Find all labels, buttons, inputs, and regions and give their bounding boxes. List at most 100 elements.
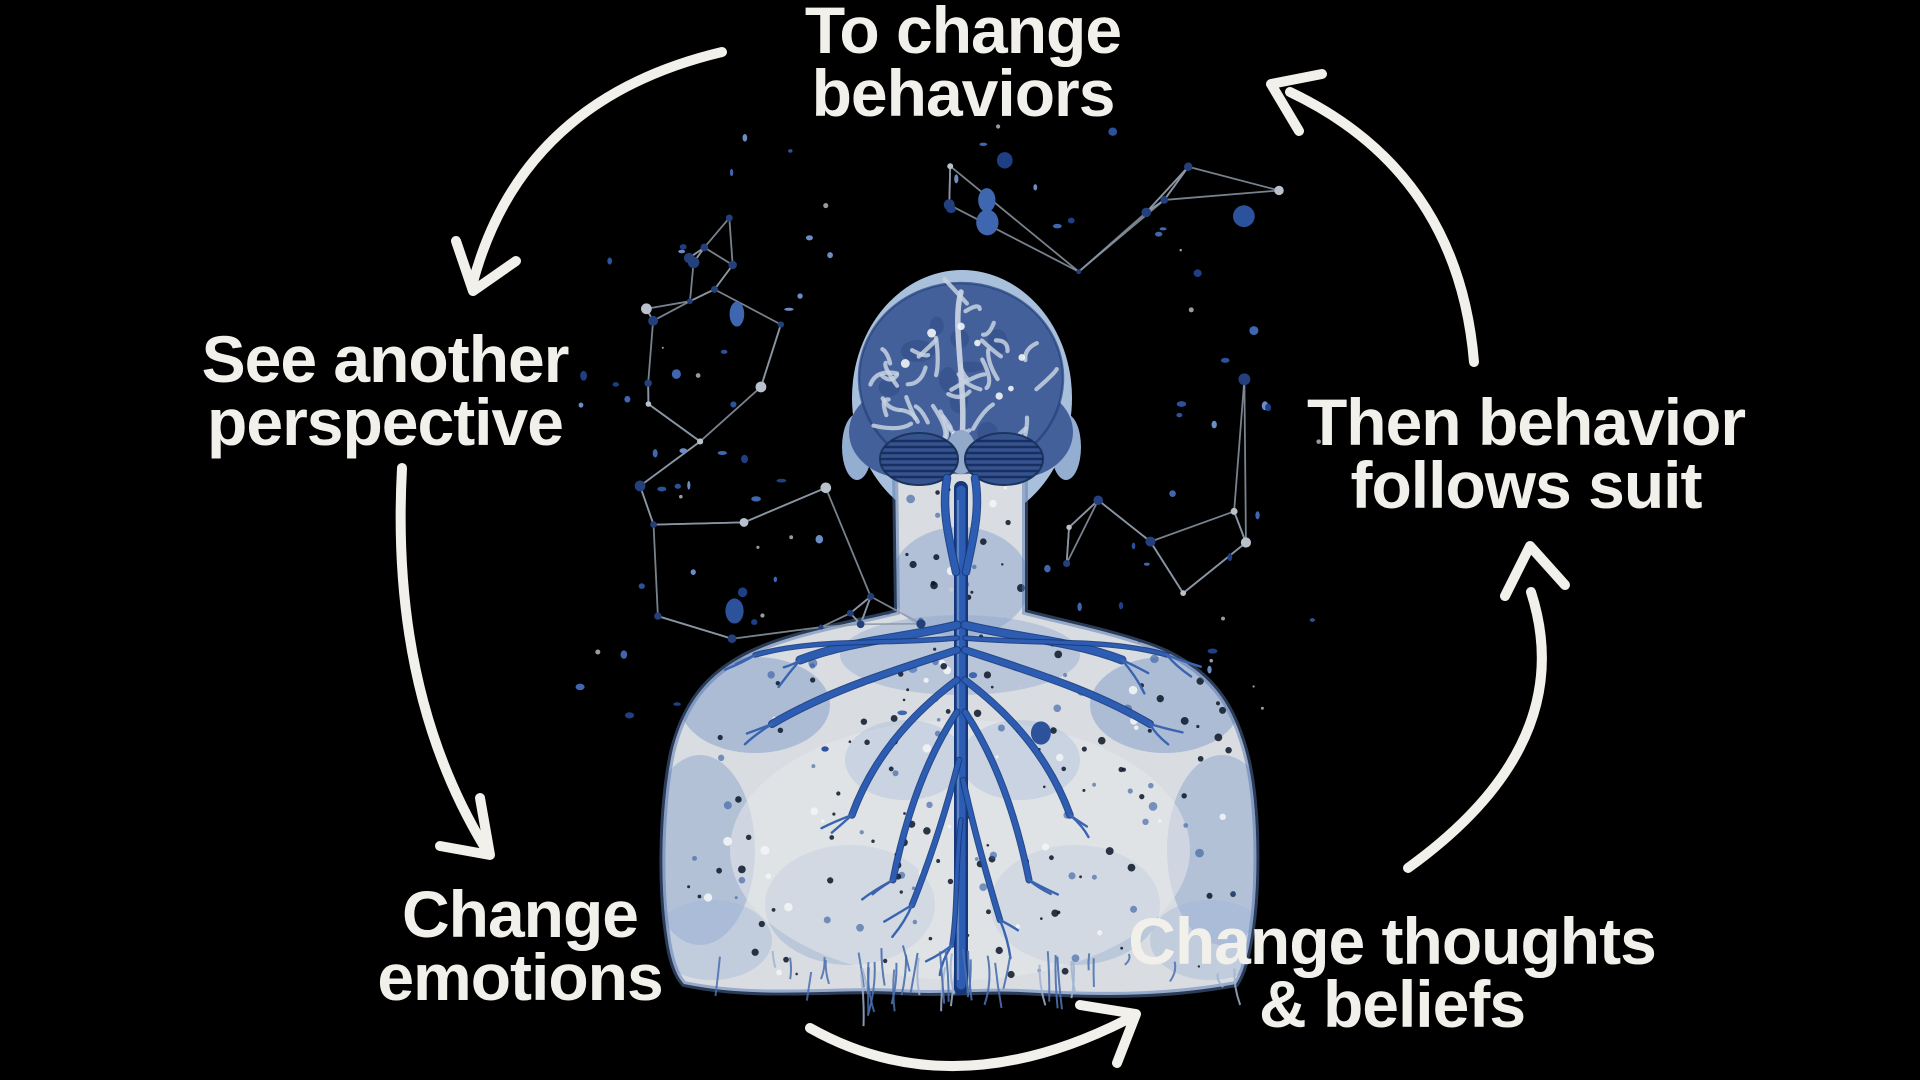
mesh-edge <box>639 485 655 525</box>
speckle <box>765 873 772 880</box>
speckle <box>1091 874 1097 880</box>
scatter-dot <box>978 188 996 213</box>
speckle <box>1183 823 1189 828</box>
speckle <box>970 590 974 594</box>
arrow-head-icon <box>1500 541 1570 601</box>
mesh-edge <box>703 217 731 249</box>
speckle <box>923 827 931 835</box>
speckle <box>1225 746 1232 754</box>
mesh-edge <box>870 595 922 625</box>
cycle-arrow-right-to-top <box>1266 69 1479 367</box>
speckle <box>1196 724 1200 729</box>
scatter-dot <box>652 449 658 458</box>
gyri-stroke <box>933 335 940 378</box>
speckle <box>923 677 929 683</box>
arrow-head-icon <box>435 793 495 860</box>
mesh-edge <box>1182 541 1247 594</box>
gyri-stroke <box>942 276 970 306</box>
mesh-edge <box>652 300 691 322</box>
watercolor-patch <box>845 720 965 800</box>
speckle <box>859 830 864 835</box>
mesh-edge <box>689 262 695 302</box>
mesh-edge <box>1145 166 1189 214</box>
mesh-edge <box>699 386 762 443</box>
scatter-dot <box>671 369 681 379</box>
speckle <box>697 894 702 899</box>
speckle <box>1054 650 1063 659</box>
torn-edge-strand <box>949 953 956 995</box>
mesh-node <box>867 592 875 601</box>
speckle <box>692 855 697 861</box>
speckle <box>839 606 847 613</box>
speckle <box>1196 677 1204 685</box>
speckle <box>1003 486 1007 490</box>
torn-edge-strand <box>820 957 826 980</box>
mesh-node <box>645 401 652 407</box>
scatter-dot <box>797 293 803 299</box>
arrow-shaft <box>805 1015 1131 1072</box>
speckle <box>1061 766 1067 772</box>
speckle <box>888 766 894 772</box>
nerve-rootlet <box>866 961 876 1016</box>
speckle <box>1068 872 1076 880</box>
scatter-dot <box>784 307 794 311</box>
watercolor-patch <box>662 900 772 980</box>
mesh-node <box>1145 536 1156 547</box>
speckle <box>1048 855 1054 861</box>
speckle <box>945 709 951 714</box>
nerve-branch <box>849 677 960 818</box>
scatter-dot <box>620 650 628 659</box>
speckle <box>1071 954 1080 963</box>
neural-network-mesh <box>634 162 1284 644</box>
scatter-dot <box>657 486 667 492</box>
speckle <box>890 715 898 722</box>
mesh-edge <box>859 596 872 625</box>
gyri-stroke <box>904 395 918 421</box>
speckle <box>974 857 979 861</box>
brain-speck <box>927 328 937 338</box>
speckle <box>734 896 738 900</box>
gyri-stroke <box>980 357 992 391</box>
speckle <box>1005 519 1011 526</box>
gyri-stroke <box>879 373 900 382</box>
scatter-dot <box>1108 127 1118 136</box>
speckle <box>775 680 781 686</box>
speckle <box>912 919 918 925</box>
scatter-speck <box>1209 658 1214 663</box>
scatter-speck <box>995 124 1001 129</box>
speckle <box>1142 818 1149 826</box>
nerve-twig <box>998 918 1020 932</box>
scatter-dot <box>751 496 761 502</box>
speckle <box>1133 725 1139 731</box>
speckle <box>760 845 770 855</box>
speckle <box>979 538 987 546</box>
nerve-rootlet <box>944 948 950 1002</box>
nerve-twig <box>1148 722 1170 746</box>
mesh-node <box>683 252 695 264</box>
scatter-dot <box>638 583 645 589</box>
scatter-dot <box>1193 269 1202 277</box>
scatter-dot <box>720 349 728 354</box>
nerve-twig <box>743 722 774 746</box>
scatter-dot <box>946 205 956 214</box>
scatter-dot <box>1309 618 1315 622</box>
mesh-edge <box>728 217 734 266</box>
torn-edge-strand <box>892 969 896 1012</box>
brain-speck <box>900 359 910 368</box>
speckle <box>1097 736 1106 745</box>
mesh-edge <box>1233 511 1247 543</box>
scatter-speck <box>948 587 954 592</box>
gyri-stroke <box>949 372 987 392</box>
speckle <box>745 834 752 841</box>
mesh-node <box>846 609 854 617</box>
scatter-dot <box>729 168 734 177</box>
speckle <box>909 560 917 569</box>
scatter-dot <box>737 587 748 598</box>
speckle <box>860 718 868 725</box>
scatter-dot <box>1227 553 1233 561</box>
speckle <box>936 718 941 722</box>
nerve-twig <box>1120 658 1146 695</box>
torn-edge-strand <box>1124 953 1131 966</box>
scatter-speck <box>1019 685 1022 688</box>
scatter-dot <box>717 450 727 455</box>
